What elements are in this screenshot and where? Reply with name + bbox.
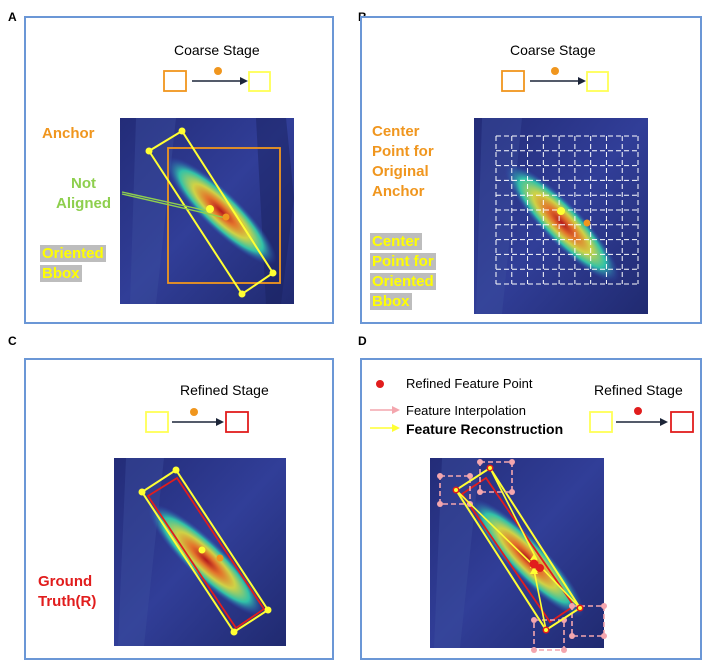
legend-anchor-box [163,70,187,92]
stage-title-c: Refined Stage [180,382,269,398]
label-oriented-bbox-center: Center Point for Oriented Bbox [370,233,436,310]
stage-title-a: Coarse Stage [174,42,260,58]
panel-letter-c: C [8,334,17,348]
bbox-center-point [557,207,565,215]
panel-letter-a: A [8,10,17,24]
panel-c: Refined Stage Ground Truth(R) [24,358,334,660]
bbox-center-point [206,205,214,213]
heatmap [148,504,264,616]
legend-reconstruction-label: Feature Reconstruction [406,421,564,437]
legend-center-point [551,67,559,75]
anchor-center-point [216,554,224,562]
legend-bbox [145,411,169,433]
legend-refined-point-marker [376,380,384,388]
panel-d: Refined Stage Refined Feature Point Feat… [360,358,702,660]
legend-bbox [589,411,613,433]
heatmap [165,157,277,265]
panel-a: Coarse Stage [24,16,334,324]
legend-bbox [586,71,609,92]
legend-anchor-box [501,70,525,92]
legend-ground-truth [225,411,249,433]
label-original-anchor: Center Point for Original Anchor [372,123,434,200]
panel-d-graphic [370,380,694,653]
ground-truth-box [146,476,266,630]
reconstruction-lines [455,467,581,631]
legend-center-point [190,408,198,416]
stage-title-b: Coarse Stage [510,42,596,58]
label-not-aligned: Not Aligned [56,175,111,212]
stage-title-d: Refined Stage [594,382,683,398]
interpolation-regions [439,461,605,651]
legend-interpolation-label: Feature Interpolation [406,403,526,418]
legend-refined-point-label: Refined Feature Point [406,376,533,391]
legend-bbox [248,71,271,92]
label-anchor: Anchor [42,125,95,142]
legend-center-point [214,67,222,75]
label-ground-truth: Ground Truth(R) [38,573,97,610]
panel-b-graphic [474,67,648,314]
panel-letter-d: D [358,334,367,348]
label-oriented-bbox: Oriented Bbox [40,245,106,282]
heatmap [469,498,585,618]
bbox-center-point [198,546,206,554]
panel-b: Coarse Stage Center Point for Original A… [360,16,702,324]
anchor-center-point [222,213,230,221]
legend-ground-truth [670,411,694,433]
legend-refined-point [634,407,642,415]
panel-a-graphic [120,67,294,304]
anchor-box [167,147,281,284]
panel-c-graphic [114,408,286,646]
interpolation-corner-points [437,459,607,653]
anchor-center-point [583,219,591,227]
